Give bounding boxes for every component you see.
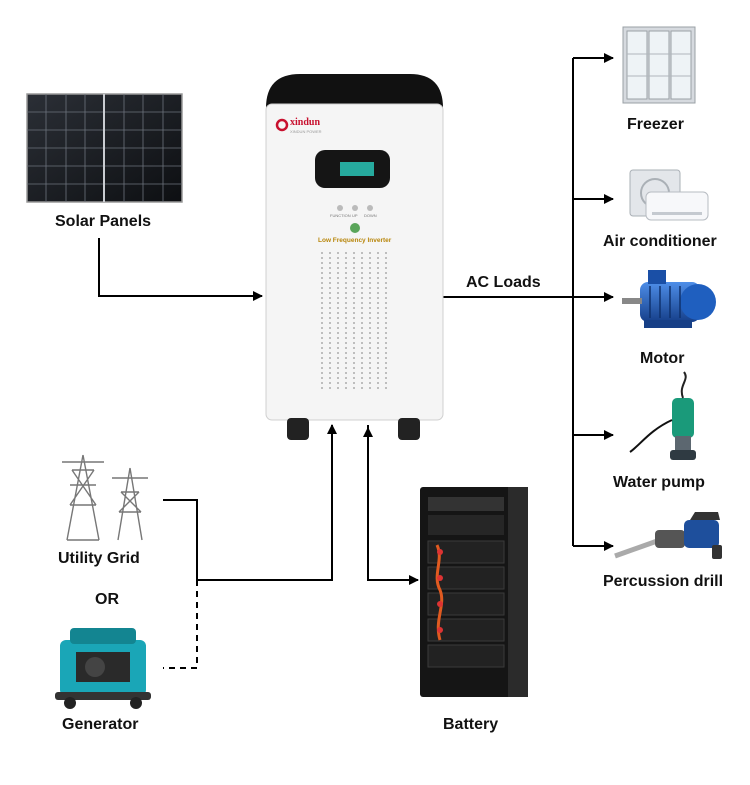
- percussion-drill-icon: [614, 512, 722, 559]
- battery-label: Battery: [443, 716, 499, 733]
- utility-grid-label: Utility Grid: [58, 550, 140, 567]
- inverter-icon: [265, 74, 444, 440]
- inverter-battery-arrow: [367, 425, 419, 585]
- inverter-button-up: UP: [352, 213, 358, 218]
- ac-loads-label: AC Loads: [466, 274, 541, 291]
- battery-cabinet-icon: [420, 487, 528, 697]
- generator-label: Generator: [62, 716, 139, 733]
- or-label: OR: [95, 591, 119, 608]
- load-label-freezer: Freezer: [627, 116, 684, 133]
- solar-panels-label: Solar Panels: [55, 213, 152, 230]
- inverter-brand: xindun: [290, 117, 321, 128]
- load-label-motor: Motor: [640, 350, 685, 367]
- inverter-product-label: Low Frequency Inverter: [318, 237, 392, 244]
- connection-lines: [98, 53, 614, 669]
- load-label-water-pump: Water pump: [613, 474, 705, 491]
- inverter-button-function: FUNCTION: [330, 213, 351, 218]
- inverter-button-down: DOWN: [364, 213, 377, 218]
- inverter-vent-grille: [321, 252, 387, 392]
- generator-icon: [55, 628, 151, 709]
- load-label-air-conditioner: Air conditioner: [603, 233, 717, 250]
- inverter-brand-subtitle: XINDUN POWER: [290, 129, 322, 134]
- generator-dashed-line: [163, 580, 198, 669]
- solar-panel-icon: [26, 93, 183, 203]
- utility-grid-icon: [62, 454, 148, 541]
- air-conditioner-icon: [629, 169, 709, 221]
- water-pump-icon: [629, 371, 696, 460]
- freezer-icon: [622, 26, 696, 104]
- solar-to-inverter-arrow: [98, 238, 263, 301]
- load-label-percussion-drill: Percussion drill: [603, 573, 724, 590]
- grid-to-inverter-arrow: [163, 424, 337, 581]
- motor-icon: [622, 270, 716, 328]
